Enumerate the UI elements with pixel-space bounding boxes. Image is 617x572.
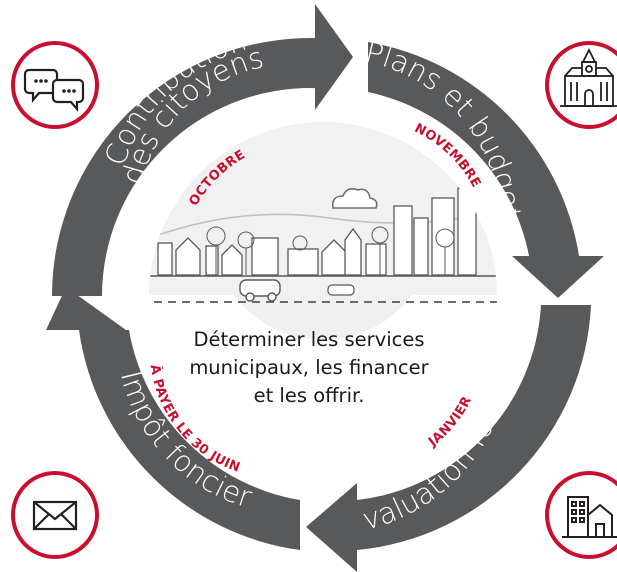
cycle-ring: [46, 4, 604, 572]
center-line-3: et les offrir.: [253, 384, 365, 407]
arc-evaluation-fonciere: [306, 305, 591, 572]
center-line-1: Déterminer les services: [193, 328, 425, 351]
cloud-icon: [331, 188, 378, 209]
buildings-icon: [545, 471, 617, 559]
speech-bubbles-icon: [11, 41, 99, 129]
center-line-2: municipaux, les financer: [189, 356, 429, 379]
arc-impot-foncier: [46, 287, 300, 550]
arc-plans-budget: [368, 42, 604, 298]
city-hall-icon: [545, 41, 617, 129]
center-description: Déterminer les services municipaux, les …: [178, 326, 440, 410]
arc-contribution-citoyens: [52, 4, 353, 296]
envelope-icon: [11, 471, 99, 559]
